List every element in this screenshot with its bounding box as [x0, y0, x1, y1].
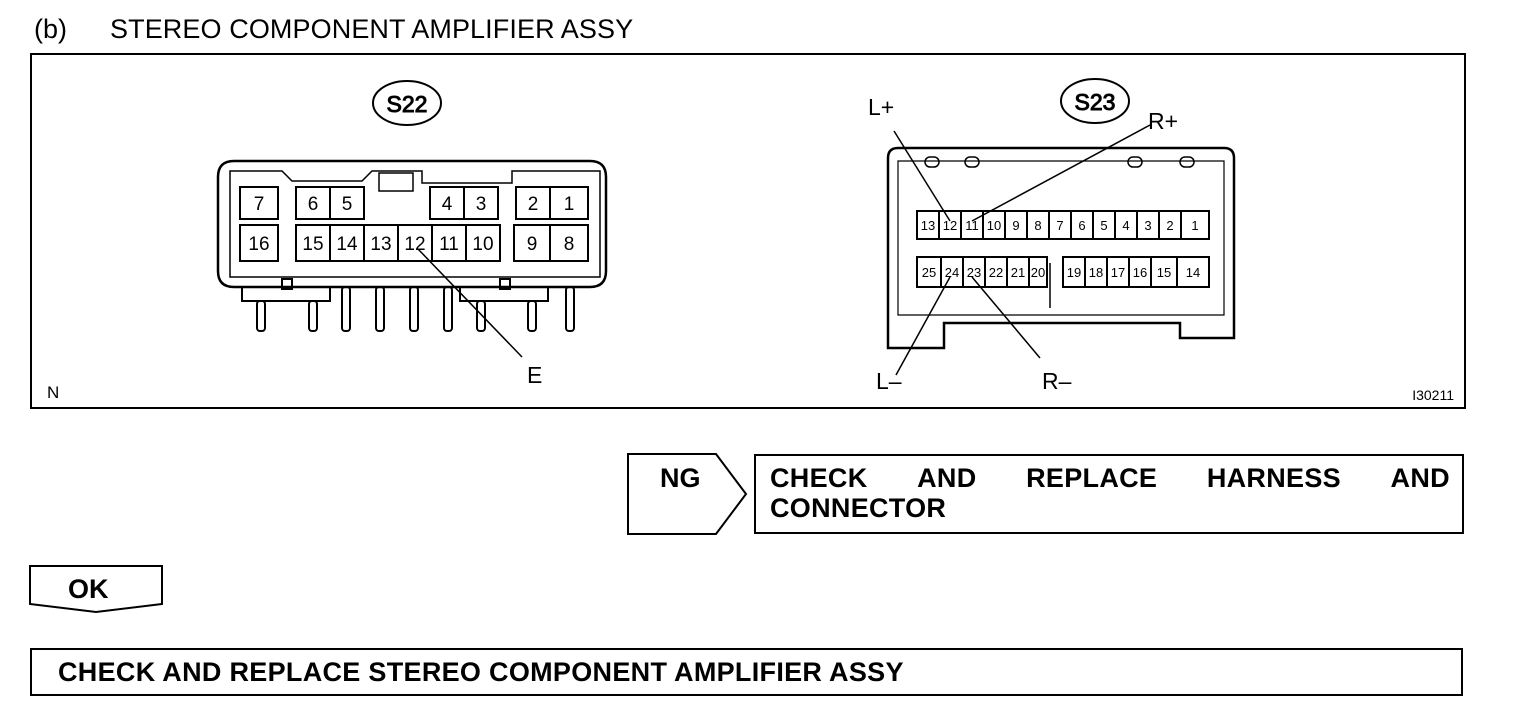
svg-text:7: 7 [1056, 218, 1063, 233]
s23-inner-housing [897, 160, 1225, 316]
svg-text:5: 5 [342, 194, 353, 215]
svg-text:8: 8 [1034, 218, 1041, 233]
svg-text:4: 4 [1122, 218, 1129, 233]
ng-action-line1: CHECK AND REPLACE HARNESS AND [770, 463, 1450, 493]
figure-frame [30, 53, 1466, 409]
svg-text:16: 16 [1133, 265, 1147, 280]
svg-text:11: 11 [965, 218, 979, 233]
svg-text:9: 9 [527, 234, 538, 255]
svg-text:16: 16 [248, 234, 269, 255]
svg-text:24: 24 [945, 265, 959, 280]
svg-text:22: 22 [989, 265, 1003, 280]
connector-s23: S23 [886, 78, 1236, 376]
svg-text:6: 6 [1078, 218, 1085, 233]
s23-label-oval [1060, 78, 1130, 124]
svg-text:8: 8 [564, 234, 575, 255]
s22-outer-housing [216, 159, 608, 289]
svg-text:21: 21 [1011, 265, 1025, 280]
connector-s22: S22 [216, 80, 608, 358]
s22-e-leader [417, 248, 523, 358]
svg-text:25: 25 [922, 265, 936, 280]
s23-name: S23 [1075, 89, 1116, 115]
svg-text:18: 18 [1089, 265, 1103, 280]
s23-pin-numbers: 13 12 11 10 9 8 7 6 5 4 3 2 1 25 24 23 2… [921, 218, 1200, 280]
svg-text:15: 15 [1157, 265, 1171, 280]
svg-text:3: 3 [476, 194, 487, 215]
connector-diagram: S22 [30, 53, 1466, 409]
s22-top-row-cells [239, 186, 589, 220]
svg-text:7: 7 [254, 194, 265, 215]
callout-l-plus: L+ [868, 94, 894, 120]
svg-text:23: 23 [967, 265, 981, 280]
svg-text:20: 20 [1031, 265, 1045, 280]
svg-text:13: 13 [921, 218, 935, 233]
s23-top-row-cells [916, 210, 1210, 240]
final-action-box: CHECK AND REPLACE STEREO COMPONENT AMPLI… [30, 648, 1463, 696]
s23-callouts: L+ R+ L– R– [868, 94, 1178, 394]
step-label: (b) [34, 14, 67, 44]
svg-text:15: 15 [302, 234, 323, 255]
callout-l-minus: L– [876, 368, 902, 394]
s22-callout-e: E [527, 362, 542, 388]
figure-id: I30211 [1412, 387, 1454, 403]
svg-text:5: 5 [1100, 218, 1107, 233]
svg-text:6: 6 [308, 194, 319, 215]
svg-text:10: 10 [472, 234, 493, 255]
s23-top-notches [924, 156, 1195, 168]
ok-label: OK [68, 574, 109, 604]
s22-bottom-row-cells [239, 224, 589, 262]
s23-outer-housing [886, 146, 1236, 350]
s22-label-oval [372, 80, 442, 126]
step-title: STEREO COMPONENT AMPLIFIER ASSY [110, 14, 634, 44]
svg-text:2: 2 [528, 194, 539, 215]
svg-text:19: 19 [1067, 265, 1081, 280]
svg-text:14: 14 [1186, 265, 1200, 280]
svg-text:13: 13 [370, 234, 391, 255]
ng-arrow [627, 453, 748, 535]
callout-r-minus: R– [1042, 368, 1072, 394]
svg-text:2: 2 [1166, 218, 1173, 233]
s23-bottom-row-cells [916, 256, 1210, 288]
final-action-text: CHECK AND REPLACE STEREO COMPONENT AMPLI… [58, 657, 904, 687]
callout-r-plus: R+ [1148, 108, 1178, 134]
s22-inner-housing [229, 170, 601, 278]
s22-name: S22 [387, 91, 428, 117]
svg-text:1: 1 [564, 194, 575, 215]
ng-action-line2: CONNECTOR [770, 493, 947, 523]
ng-label: NG [660, 463, 701, 493]
ok-arrow [29, 565, 163, 614]
s22-lock-tab [378, 172, 414, 192]
ng-action-box: CHECK AND REPLACE HARNESS AND CONNECTOR [754, 454, 1464, 534]
svg-text:10: 10 [987, 218, 1001, 233]
s22-pins [241, 278, 575, 332]
svg-text:3: 3 [1144, 218, 1151, 233]
s22-pin-numbers: 7 6 5 4 3 2 1 16 15 14 13 12 11 10 9 8 [248, 194, 574, 255]
svg-text:1: 1 [1191, 218, 1198, 233]
svg-text:4: 4 [442, 194, 453, 215]
corner-mark: N [47, 383, 59, 402]
svg-text:14: 14 [336, 234, 358, 255]
svg-text:11: 11 [439, 234, 459, 255]
svg-text:17: 17 [1111, 265, 1125, 280]
svg-text:12: 12 [404, 234, 425, 255]
svg-text:12: 12 [943, 218, 957, 233]
s23-leaders [893, 124, 1151, 376]
svg-text:9: 9 [1012, 218, 1019, 233]
